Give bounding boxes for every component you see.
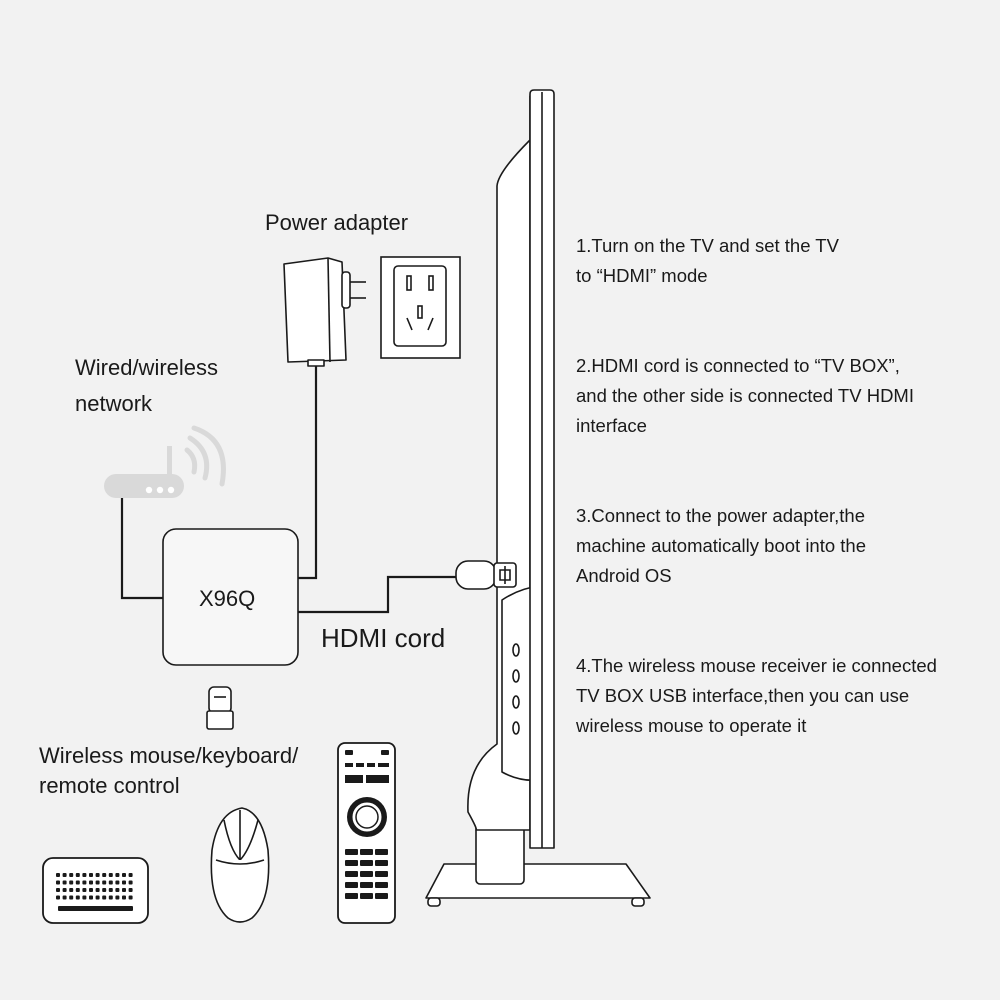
keyboard-key <box>69 880 74 885</box>
tv-box-icon <box>162 528 299 666</box>
step-line: Android OS <box>576 565 672 586</box>
router-icon <box>104 446 184 498</box>
keyboard-key <box>102 873 107 877</box>
remote-button <box>345 882 358 888</box>
keyboard-key <box>75 880 80 885</box>
step-line: 2.HDMI cord is connected to “TV BOX”, <box>576 355 900 376</box>
network-label-line2: network <box>75 391 153 416</box>
remote-button <box>375 882 388 888</box>
remote-control-icon <box>337 742 396 924</box>
remote-button <box>375 893 388 899</box>
keyboard-key <box>95 880 100 885</box>
keyboard-key <box>95 873 100 877</box>
keyboard-key <box>56 895 60 900</box>
tv-box-name: X96Q <box>199 586 256 611</box>
step-line: wireless mouse to operate it <box>576 715 807 736</box>
peripherals-label-line2: remote control <box>39 773 180 798</box>
step-line: machine automatically boot into the <box>576 535 867 556</box>
remote-button <box>360 860 373 866</box>
keyboard-key <box>115 880 120 885</box>
keyboard-key <box>89 895 93 900</box>
remote-button <box>345 893 358 899</box>
step-line: and the other side is connected TV HDMI <box>576 385 914 406</box>
keyboard-key <box>75 873 80 877</box>
keyboard-key <box>82 895 87 900</box>
keyboard-key <box>89 888 93 892</box>
step-4: 4.The wireless mouse receiver ie connect… <box>576 651 937 741</box>
remote-button <box>360 882 373 888</box>
step-line: 3.Connect to the power adapter,the <box>576 505 866 526</box>
keyboard-key <box>89 880 93 885</box>
remote-button <box>375 871 388 877</box>
keyboard-key <box>69 888 74 892</box>
remote-button <box>345 871 358 877</box>
keyboard-key <box>82 873 87 877</box>
keyboard-key <box>108 895 113 900</box>
keyboard-key <box>102 895 107 900</box>
keyboard-key <box>115 895 120 900</box>
step-line: TV BOX USB interface,then you can use <box>576 685 910 706</box>
keyboard-key <box>62 895 67 900</box>
cables <box>120 362 456 614</box>
keyboard-key <box>75 895 80 900</box>
keyboard-key <box>56 880 60 885</box>
keyboard-key <box>122 888 126 892</box>
step-line: to “HDMI” mode <box>576 265 708 286</box>
keyboard-key <box>82 888 87 892</box>
hdmi-cord-label: HDMI cord <box>321 623 446 653</box>
network-label-line1: Wired/wireless <box>75 355 219 380</box>
remote-button <box>360 893 373 899</box>
tv-side-icon <box>425 89 651 907</box>
step-3: 3.Connect to the power adapter,the machi… <box>576 501 866 591</box>
step-2: 2.HDMI cord is connected to “TV BOX”, an… <box>576 351 914 441</box>
keyboard-key <box>95 888 100 892</box>
peripherals-label-line1: Wireless mouse/keyboard/ <box>39 743 299 768</box>
keyboard-key <box>62 873 67 877</box>
keyboard-key <box>128 873 133 877</box>
keyboard-key <box>108 888 113 892</box>
keyboard-key <box>128 895 133 900</box>
remote-button <box>375 860 388 866</box>
keyboard-key <box>62 880 67 885</box>
keyboard-key <box>128 888 133 892</box>
step-1: 1.Turn on the TV and set the TV to “HDMI… <box>576 231 839 291</box>
keyboard-key <box>82 880 87 885</box>
mouse-icon <box>210 807 270 923</box>
remote-button <box>360 871 373 877</box>
keyboard-key <box>128 880 133 885</box>
keyboard-key <box>95 895 100 900</box>
remote-button <box>345 849 358 855</box>
usb-receiver-icon <box>206 686 234 730</box>
step-line: interface <box>576 415 647 436</box>
keyboard-key <box>108 880 113 885</box>
hdmi-plug-icon <box>455 560 517 590</box>
keyboard-key <box>62 888 67 892</box>
keyboard-key <box>122 880 126 885</box>
power-adapter-label: Power adapter <box>265 210 409 235</box>
wall-socket-icon <box>380 256 461 359</box>
keyboard-icon <box>42 857 149 924</box>
remote-button <box>360 849 373 855</box>
keyboard-key <box>108 873 113 877</box>
keyboard-key <box>75 888 80 892</box>
keyboard-key <box>115 873 120 877</box>
keyboard-key <box>102 888 107 892</box>
keyboard-key <box>122 873 126 877</box>
keyboard-key <box>69 873 74 877</box>
keyboard-key <box>122 895 126 900</box>
keyboard-key <box>89 873 93 877</box>
remote-button <box>375 849 388 855</box>
keyboard-key <box>69 895 74 900</box>
keyboard-key <box>115 888 120 892</box>
keyboard-key <box>102 880 107 885</box>
keyboard-key <box>56 873 60 877</box>
remote-button <box>345 860 358 866</box>
power-adapter-icon <box>283 257 366 367</box>
step-line: 4.The wireless mouse receiver ie connect… <box>576 655 937 676</box>
step-line: 1.Turn on the TV and set the TV <box>576 235 839 256</box>
keyboard-key <box>56 888 60 892</box>
wifi-signal-icon <box>184 425 226 487</box>
